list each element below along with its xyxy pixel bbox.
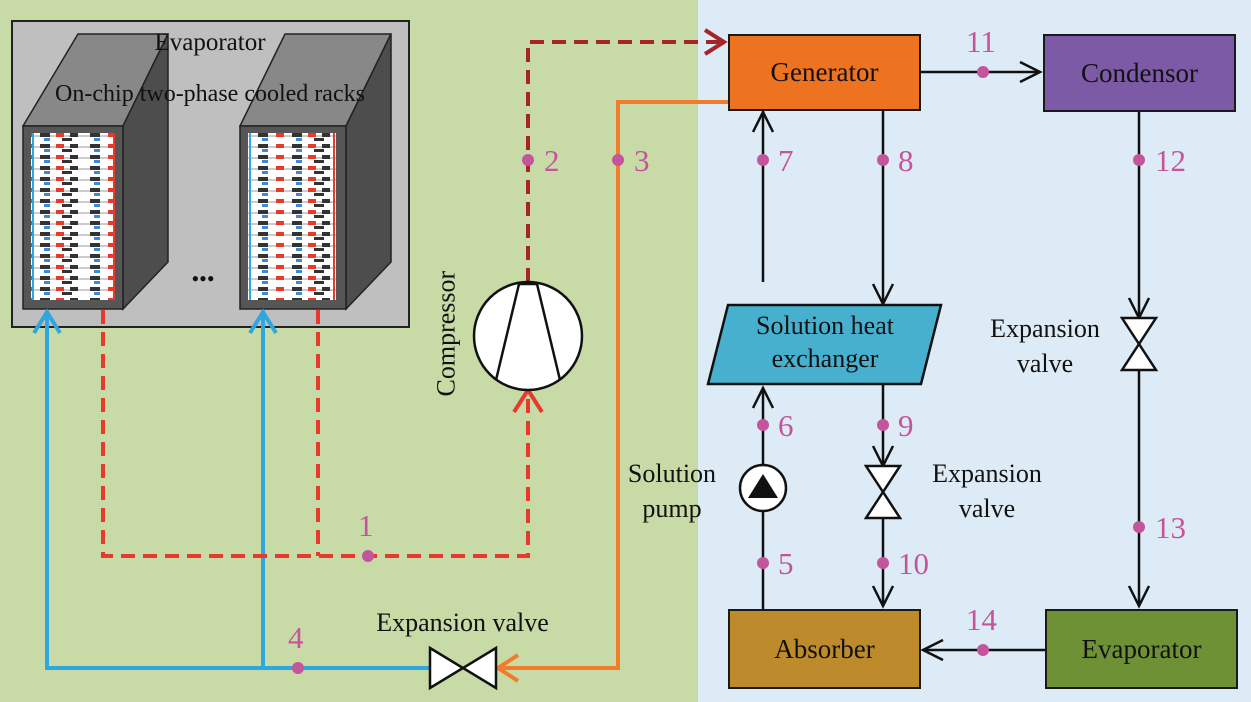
- state-point-11-label: 11: [966, 24, 996, 59]
- expansion-valve-mid-icon: [863, 464, 903, 520]
- state-point-10-label: 10: [898, 546, 929, 581]
- state-point-1-label: 1: [358, 508, 374, 543]
- state-point-4-label: 4: [288, 620, 304, 655]
- generator-inlet-arrow: [703, 28, 728, 56]
- state-point-11-marker: [977, 66, 989, 78]
- expansion-valve-left-label: Expansion valve: [376, 608, 549, 637]
- state-point-8-label: 8: [898, 143, 914, 178]
- expansion-valve-left-icon: [428, 645, 498, 691]
- server-rack-2: [238, 33, 393, 311]
- solution-pump-label-line2: pump: [642, 494, 702, 524]
- shx-label: Solution heat exchanger: [715, 312, 935, 373]
- absorber-label: Absorber: [774, 633, 875, 664]
- state-point-7-marker: [757, 154, 769, 166]
- generator-label: Generator: [770, 57, 879, 87]
- absorption-cycle-lines: [751, 60, 1151, 662]
- state-point-2-marker: [522, 154, 534, 166]
- state-point-3-label: 3: [634, 143, 650, 178]
- condensor-label: Condensor: [1081, 57, 1198, 88]
- state-point-1-marker: [362, 550, 374, 562]
- state-point-13-label: 13: [1155, 510, 1186, 545]
- state-point-12-label: 12: [1155, 143, 1186, 178]
- condensed-liquid-line: [498, 100, 728, 670]
- state-point-4-marker: [292, 662, 304, 674]
- state-point-5-label: 5: [778, 546, 794, 581]
- solution-pump-icon: [738, 463, 788, 513]
- state-point-6-marker: [757, 419, 769, 431]
- solution-pump-label: Solution pump: [612, 460, 732, 523]
- expansion-valve-mid-label: Expansion valve: [912, 460, 1062, 523]
- state-point-14-label: 14: [966, 602, 997, 637]
- state-point-8-marker: [877, 154, 889, 166]
- shx-label-line1: Solution heat: [756, 311, 894, 340]
- expansion-valve-right-line2: valve: [1016, 349, 1074, 379]
- state-point-13-marker: [1133, 521, 1145, 533]
- racks-subtitle: On-chip two-phase cooled racks: [55, 81, 365, 107]
- hot-vapor-lines: [101, 310, 530, 558]
- compressor-label: Compressor: [431, 270, 461, 397]
- state-point-2-label: 2: [544, 143, 560, 178]
- expansion-valve-right-label: Expansion valve: [970, 315, 1120, 378]
- state-point-12-marker: [1133, 154, 1145, 166]
- evaporator-box: Evaporator: [1045, 609, 1238, 689]
- evaporator-label: Evaporator: [1081, 633, 1202, 664]
- solution-heat-exchanger-box: [706, 303, 943, 386]
- shx-label-line2: exchanger: [771, 344, 879, 374]
- server-rack-1: [21, 33, 170, 311]
- state-point-5-marker: [757, 557, 769, 569]
- state-point-10-marker: [877, 557, 889, 569]
- racks-evaporator-title: Evaporator: [154, 29, 266, 56]
- compressed-vapor-line: [526, 40, 722, 282]
- state-point-14-marker: [977, 644, 989, 656]
- expansion-valve-mid-line1: Expansion: [932, 459, 1042, 488]
- state-point-9-label: 9: [898, 408, 914, 443]
- rack-ellipsis: •••: [191, 266, 215, 291]
- valve-inlet-arrow: [494, 653, 520, 683]
- expansion-valve-right-line1: Expansion: [990, 314, 1100, 343]
- compressor-icon: [472, 280, 584, 392]
- state-point-3-marker: [612, 154, 624, 166]
- expansion-valve-right-icon: [1119, 316, 1159, 372]
- absorber-box: Absorber: [728, 609, 921, 689]
- condensor-box: Condensor: [1043, 34, 1236, 112]
- generator-box: Generator: [728, 34, 921, 111]
- state-point-7-label: 7: [778, 143, 794, 178]
- state-point-9-marker: [877, 419, 889, 431]
- expansion-valve-mid-line2: valve: [958, 494, 1016, 524]
- solution-pump-label-line1: Solution: [627, 459, 717, 488]
- state-point-6-label: 6: [778, 408, 794, 443]
